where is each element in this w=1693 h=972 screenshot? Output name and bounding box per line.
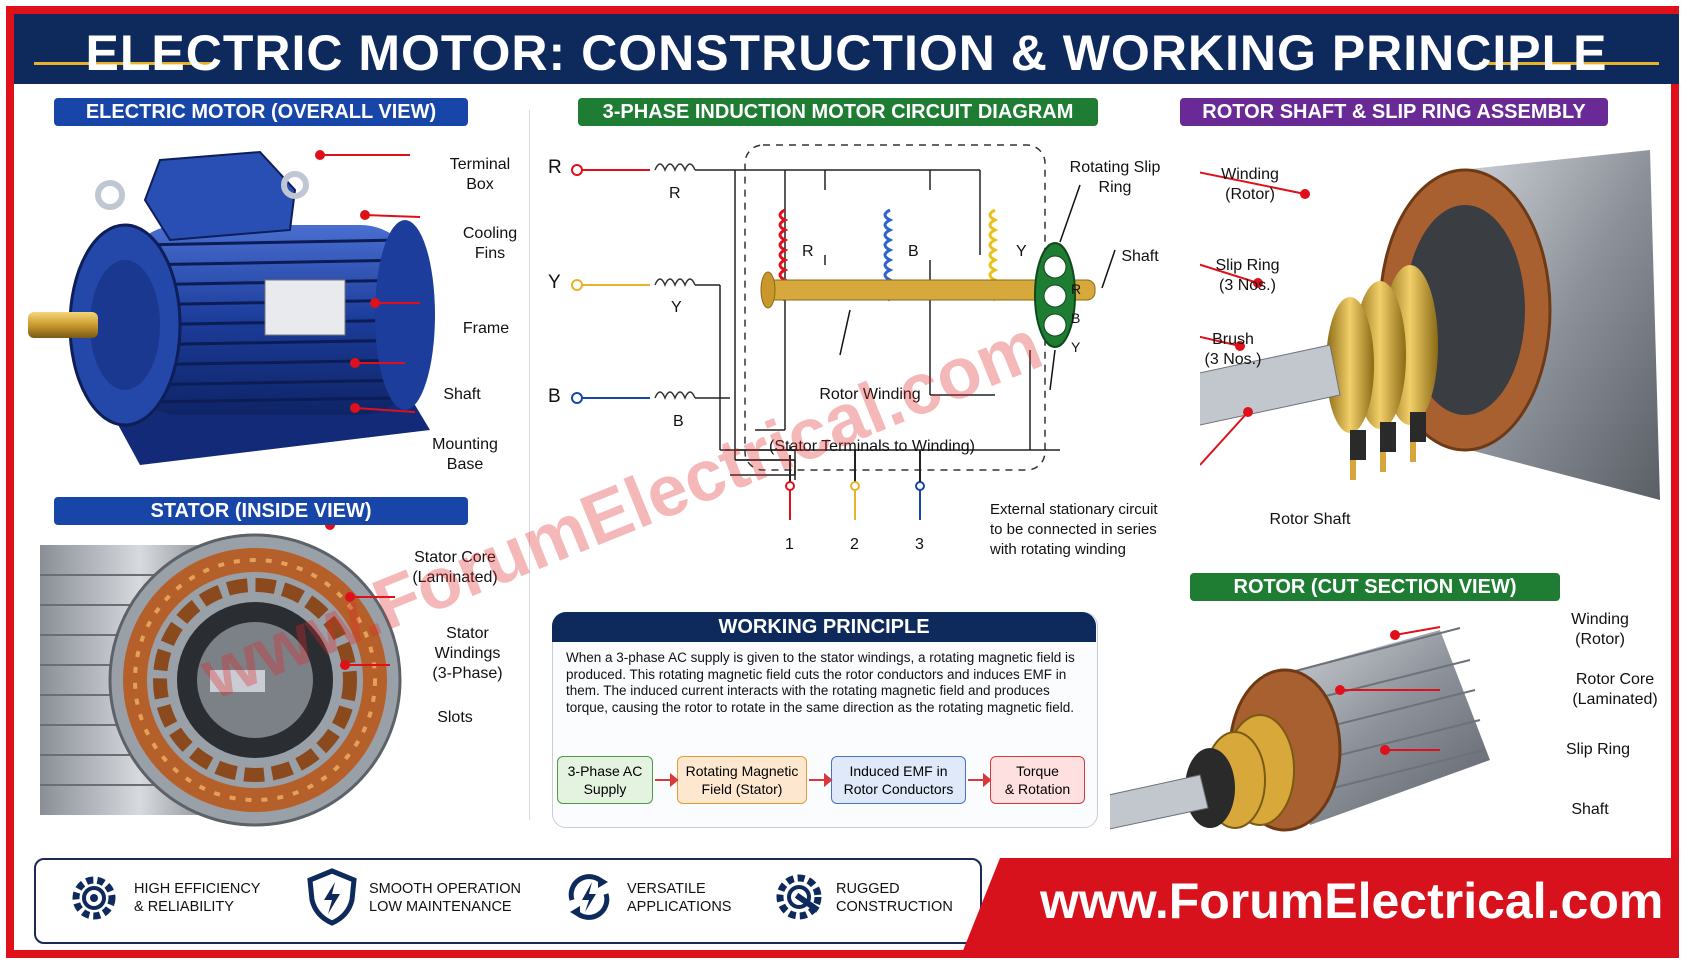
stator-shaft [210,670,265,692]
stator-illustration [40,525,402,827]
terminal-2: 2 [850,536,859,553]
label-frame: Frame [462,320,510,337]
label-circuit-shaft: Shaft [1121,248,1159,265]
feature-2-text: SMOOTH OPERATION LOW MAINTENANCE [369,881,521,915]
circuit-diagram [571,144,1116,520]
label-terminal-box: Terminal Box [449,156,511,193]
section-head-overall: ELECTRIC MOTOR (OVERALL VIEW) [54,98,468,126]
label-external-note: External stationary circuit to be connec… [990,501,1158,558]
output-terminals [785,450,925,520]
terminal-1: 1 [785,536,794,553]
label-slots: Slots [437,709,473,726]
section-head-rotor-cut: ROTOR (CUT SECTION VIEW) [1190,573,1560,601]
nameplate [264,279,346,336]
title-rule-left [34,62,214,65]
motor-illustration [28,150,435,465]
phase-label-b: B [548,386,561,407]
label-slip-winding: Winding (Rotor) [1221,166,1279,203]
label-cut-slip-ring: Slip Ring [1565,741,1631,758]
label-cut-shaft: Shaft [1571,801,1609,818]
motor-shaft [28,312,98,338]
label-slip-ring: Slip Ring (3 Nos.) [1215,257,1280,294]
label-rotor-shaft: Rotor Shaft [1269,511,1351,528]
slip-letter-r: R [1071,281,1082,297]
section-head-working: WORKING PRINCIPLE [552,612,1096,642]
brushes [1350,412,1426,460]
stator-coils [654,163,696,400]
rotor-coil-label-y: Y [1016,243,1027,260]
working-principle-text: When a 3-phase AC supply is given to the… [566,650,1075,715]
label-rotor-winding: Rotor Winding [819,386,921,403]
rotor-coil-label-r: R [802,243,814,260]
column-divider [529,110,530,820]
page-title: ELECTRIC MOTOR: CONSTRUCTION & WORKING P… [85,25,1608,81]
rotor-cut-illustration [1110,626,1490,832]
features-bar [34,858,982,944]
label-stator-terminals: (Stator Terminals to Winding) [769,438,975,455]
feature-1-text: HIGH EFFICIENCY & RELIABILITY [134,881,261,915]
title-bar: ELECTRIC MOTOR: CONSTRUCTION & WORKING P… [14,14,1679,84]
phase-label-r: R [548,157,562,178]
label-brush: Brush (3 Nos.) [1204,331,1262,368]
feature-4-text: RUGGED CONSTRUCTION [836,881,953,915]
gear-icon [72,876,116,920]
section-head-stator: STATOR (INSIDE VIEW) [54,497,468,525]
flow-step-3: Induced EMF in Rotor Conductors [831,756,966,804]
stator-terminals [720,445,796,480]
rotor-coil-label-b: B [908,243,919,260]
label-cooling-fins: Cooling Fins [462,225,518,262]
website-url[interactable]: www.ForumElectrical.com [1040,873,1664,929]
label-cut-winding: Winding (Rotor) [1571,611,1629,648]
flow-step-4: Torque & Rotation [990,756,1085,804]
stator-enclosure [744,144,1046,471]
rotor-shaft [1200,344,1341,426]
slip-ring-letters [1043,255,1067,337]
eye-bolt [281,171,309,199]
slip-ring-assembly-illustration [1200,150,1660,500]
label-cut-core: Rotor Core (Laminated) [1572,671,1658,708]
title-rule-right [1479,62,1659,65]
label-rotating-slip-ring: Rotating Slip Ring [1069,159,1161,196]
rotor-cut-shaft [1110,774,1209,830]
coil-label-r: R [669,185,681,202]
phase-inputs [571,164,650,404]
label-shaft: Shaft [443,386,481,403]
stator-slots [153,578,357,782]
flow-step-1: 3-Phase AC Supply [557,756,653,804]
label-mounting-base: Mounting Base [432,436,498,473]
bolt-cycle-icon [568,874,610,920]
phase-label-y: Y [548,272,561,293]
label-stator-core: Stator Core (Laminated) [412,549,498,586]
slip-letter-b: B [1071,310,1081,326]
coil-label-y: Y [671,299,682,316]
terminal-box [143,150,297,242]
shield-bolt-icon [307,868,357,926]
slip-ring-3 [1326,297,1374,433]
url-banner [1000,858,1679,958]
coil-label-b: B [673,413,684,430]
eye-bolt [95,180,125,210]
section-head-circuit: 3-PHASE INDUCTION MOTOR CIRCUIT DIAGRAM [578,98,1098,126]
flow-arrows [655,772,992,788]
gear-wrench-icon [776,874,822,920]
slip-letter-y: Y [1071,339,1081,355]
section-head-rotor-shaft: ROTOR SHAFT & SLIP RING ASSEMBLY [1180,98,1608,126]
feature-3-text: VERSATILE APPLICATIONS [627,881,732,915]
flow-step-2: Rotating Magnetic Field (Stator) [677,756,807,804]
label-stator-windings: Stator Windings (3-Phase) [432,625,503,682]
terminal-3: 3 [915,536,924,553]
